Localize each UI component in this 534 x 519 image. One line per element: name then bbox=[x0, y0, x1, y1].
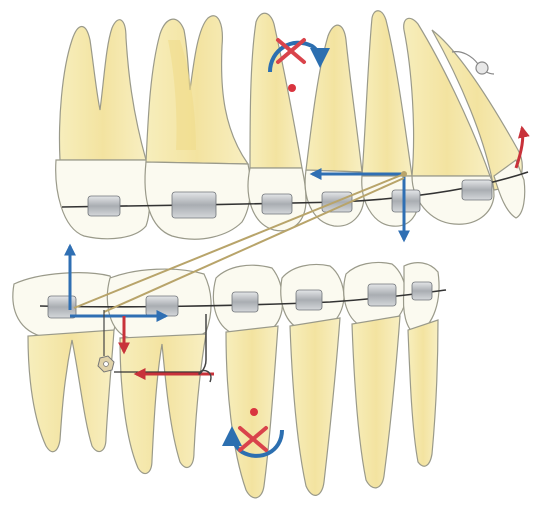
lower-bracket-premolar bbox=[232, 292, 258, 312]
upper-bracket-premolar-second bbox=[172, 192, 216, 218]
lower-bracket-incisor-front bbox=[412, 282, 432, 300]
lower-bracket-incisor bbox=[368, 284, 396, 306]
upper-bracket-premolar-first bbox=[262, 194, 292, 214]
upper-bracket-molar bbox=[88, 196, 120, 216]
center-dot bbox=[288, 84, 296, 92]
lower-bracket-canine bbox=[296, 290, 322, 310]
upper-bracket-lateral bbox=[392, 190, 420, 212]
lower-bracket-molar-second bbox=[146, 296, 178, 316]
upper-bracket-central bbox=[462, 180, 492, 200]
center-dot bbox=[250, 408, 258, 416]
